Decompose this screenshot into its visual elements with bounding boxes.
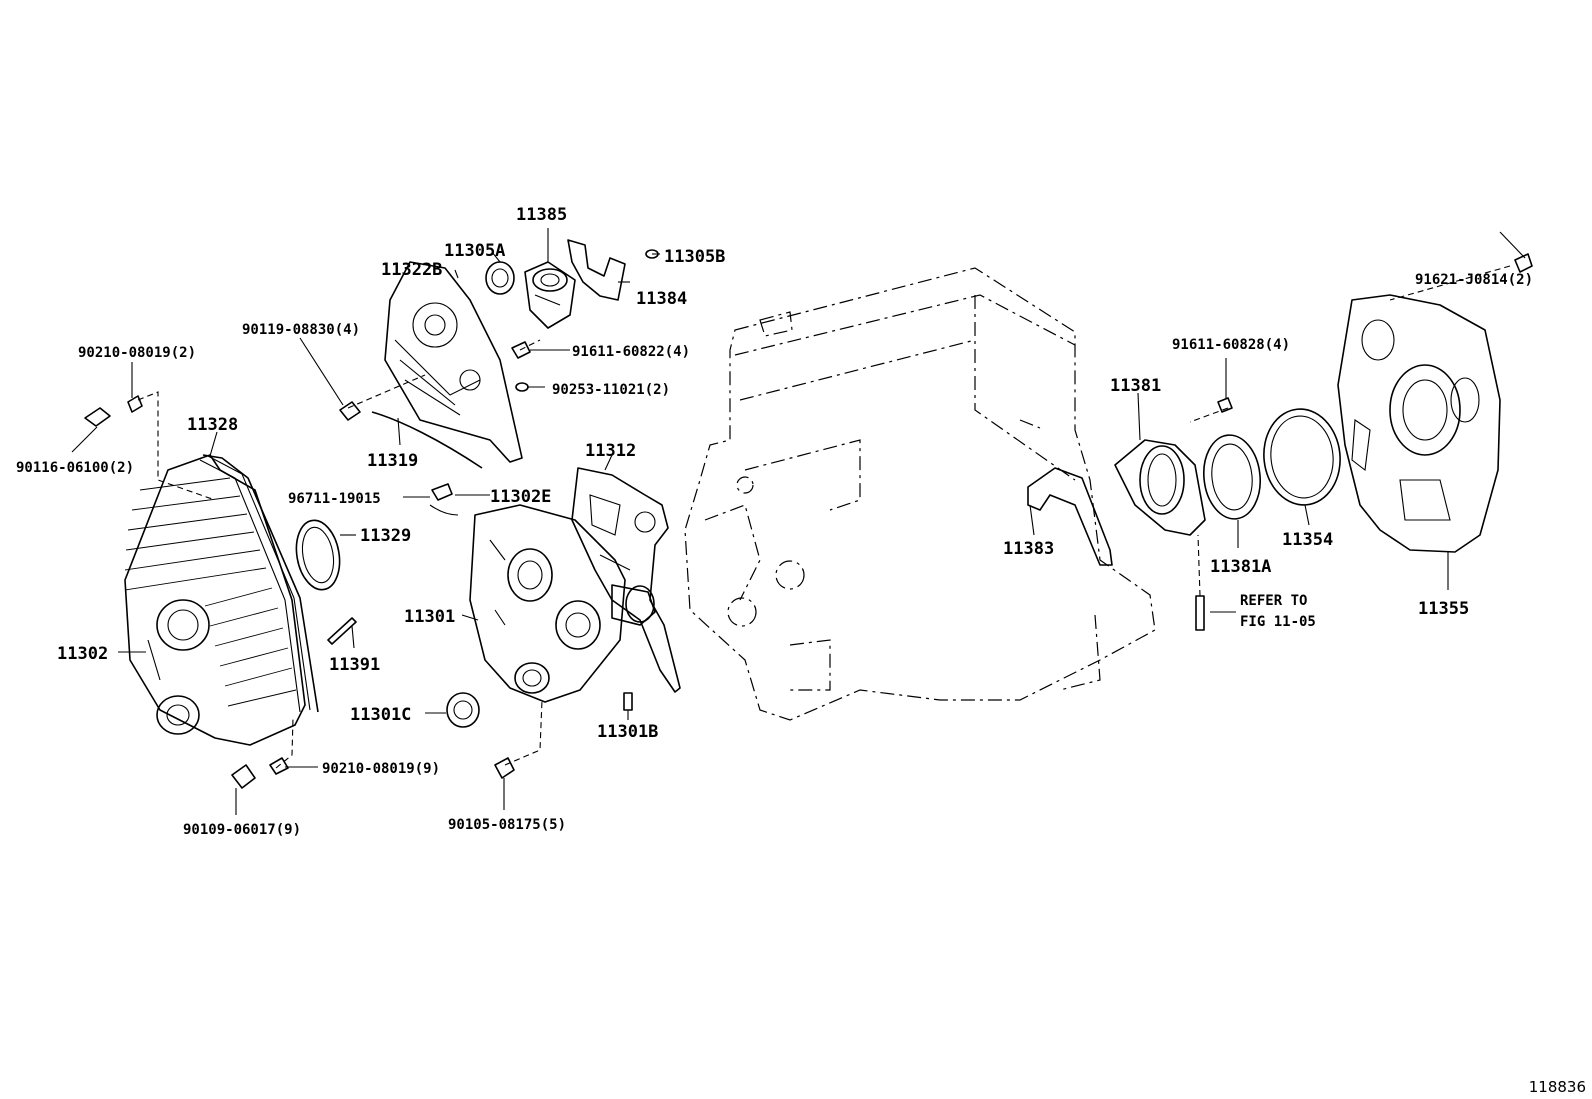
label-90253-11021: 90253-11021(2) [552, 382, 670, 398]
label-11305B: 11305B [664, 247, 725, 267]
label-11322B: 11322B [381, 260, 442, 280]
dashed-guides [137, 265, 1511, 769]
label-90109-06017: 90109-06017(9) [183, 822, 301, 838]
gasket-11312 [571, 467, 681, 693]
bracket-11384 [567, 239, 626, 301]
label-11354: 11354 [1282, 530, 1333, 550]
bracket-11385 [524, 261, 576, 329]
o-ring-96711 [429, 504, 459, 516]
bolts-left [84, 341, 531, 789]
label-11328: 11328 [187, 415, 238, 435]
label-91611-60822: 91611-60822(4) [572, 344, 690, 360]
seal-11381A [1203, 434, 1261, 520]
label-11302E: 11302E [490, 487, 551, 507]
gasket-11329 [295, 519, 341, 591]
label-11329: 11329 [360, 526, 411, 546]
plate-11383 [1027, 467, 1113, 566]
rod-11319 [371, 411, 483, 469]
label-91611-60828: 91611-60828(4) [1172, 337, 1290, 353]
stud-11301B [623, 692, 633, 711]
seal-11305A [485, 261, 515, 295]
label-11383: 11383 [1003, 539, 1054, 559]
timing-case-11301 [469, 504, 656, 703]
label-11391: 11391 [329, 655, 380, 675]
label-90105-08175: 90105-08175(5) [448, 817, 566, 833]
retainer-11381 [1114, 439, 1206, 536]
timing-cover-11302 [124, 454, 311, 746]
leader-lines [71, 228, 1526, 815]
part-labels: 11385 11305A 11305B 11322B 11384 90119-0… [16, 205, 1533, 838]
label-90210-08019-top: 90210-08019(2) [78, 345, 196, 361]
label-90210-08019-bottom: 90210-08019(9) [322, 761, 440, 777]
oil-seal-11301C [446, 692, 480, 728]
label-11312: 11312 [585, 441, 636, 461]
plug-11302E [431, 483, 453, 501]
ring-11354 [1263, 408, 1341, 506]
label-11355: 11355 [1418, 599, 1469, 619]
label-11384: 11384 [636, 289, 687, 309]
label-11302: 11302 [57, 644, 108, 664]
label-90119-08830: 90119-08830(4) [242, 322, 360, 338]
label-11381A: 11381A [1210, 557, 1271, 577]
engine-block-outline [684, 267, 1156, 721]
end-plate-11355 [1337, 294, 1501, 553]
label-11319: 11319 [367, 451, 418, 471]
inner-cover-11322B [384, 261, 523, 463]
label-refer-to: REFER TO [1240, 593, 1307, 609]
label-11305A: 11305A [444, 241, 505, 261]
label-11385: 11385 [516, 205, 567, 225]
gasket-11328 [202, 454, 319, 713]
label-11381: 11381 [1110, 376, 1161, 396]
label-11301: 11301 [404, 607, 455, 627]
label-refer-fig: FIG 11-05 [1240, 614, 1316, 630]
label-91621-J0814: 91621-J0814(2) [1415, 272, 1533, 288]
figure-id: 118836 [1529, 1078, 1586, 1096]
label-96711-19015: 96711-19015 [288, 491, 381, 507]
label-11301C: 11301C [350, 705, 411, 725]
label-90116-06100: 90116-06100(2) [16, 460, 134, 476]
label-11301B: 11301B [597, 722, 658, 742]
pin-11391 [327, 617, 357, 645]
